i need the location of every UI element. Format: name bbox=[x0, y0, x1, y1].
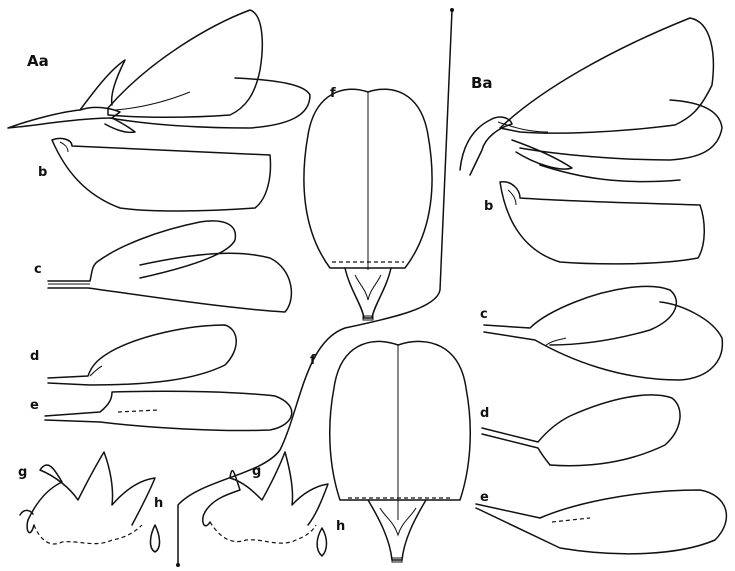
label-ad: d bbox=[30, 349, 39, 364]
flower-b-drawing bbox=[460, 18, 722, 182]
label-aa: Aa bbox=[27, 52, 49, 70]
label-ab: b bbox=[38, 165, 47, 180]
panel-b: Ba b c d e bbox=[203, 18, 727, 562]
petal-b-e-claw bbox=[476, 490, 726, 554]
petal-e-claw bbox=[45, 391, 292, 430]
petal-b-c-wing bbox=[484, 286, 722, 380]
panel-divider bbox=[176, 8, 454, 567]
pod-b-f-face bbox=[330, 341, 471, 562]
label-ah: h bbox=[154, 496, 163, 511]
label-ba: Ba bbox=[471, 74, 493, 92]
label-ac: c bbox=[34, 262, 42, 277]
label-bb: b bbox=[484, 199, 493, 214]
label-bf: f bbox=[310, 353, 316, 368]
petal-b-d-keel bbox=[482, 395, 680, 466]
label-ae: e bbox=[30, 398, 39, 413]
label-bh: h bbox=[336, 519, 345, 534]
bracteole-b-h bbox=[317, 528, 326, 556]
petal-b-b-standard bbox=[500, 182, 704, 264]
label-be: e bbox=[480, 490, 489, 505]
flower-a-drawing bbox=[8, 10, 310, 132]
calyx-b-g bbox=[203, 452, 328, 543]
calyx-g bbox=[20, 452, 155, 544]
label-bg: g bbox=[252, 464, 261, 479]
petal-d-keel bbox=[48, 325, 236, 385]
label-ag: g bbox=[18, 465, 27, 480]
bracteole-h bbox=[150, 525, 159, 552]
petal-c-wing bbox=[48, 221, 291, 312]
label-bc: c bbox=[480, 307, 488, 322]
pod-f-face bbox=[304, 89, 432, 320]
petal-b-standard bbox=[52, 138, 270, 211]
label-bd: d bbox=[480, 406, 489, 421]
label-af: f bbox=[330, 86, 336, 101]
panel-a: Aa b c d e bbox=[8, 10, 432, 552]
